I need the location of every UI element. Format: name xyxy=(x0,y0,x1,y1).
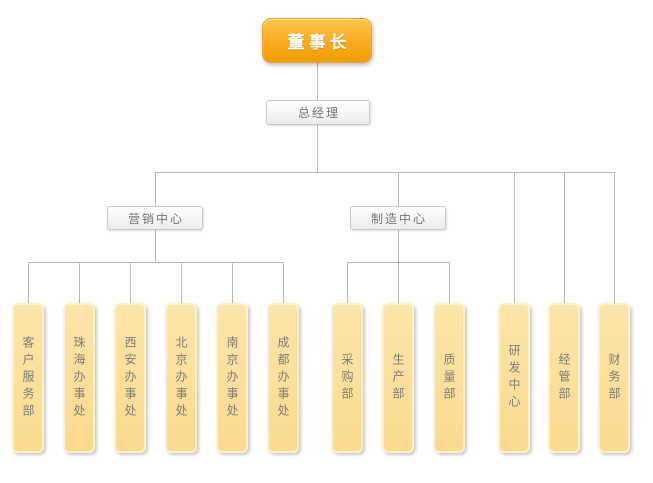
leaf-production-dept[interactable]: 生产部 xyxy=(382,303,414,453)
connector-drop-quality xyxy=(449,262,450,303)
node-chairman[interactable]: 董事长 xyxy=(262,18,372,63)
leaf-customer-service-dept-label: 客户服务部 xyxy=(21,335,35,421)
node-chairman-label: 董事长 xyxy=(287,33,351,53)
leaf-production-dept-label: 生产部 xyxy=(391,352,405,404)
leaf-xian-office-label: 西安办事处 xyxy=(123,335,137,421)
connector-drop-rd-center xyxy=(514,172,515,303)
leaf-zhuhai-office-label: 珠海办事处 xyxy=(72,335,86,421)
connector-drop-xian xyxy=(130,262,131,303)
node-manufacturing-center[interactable]: 制造中心 xyxy=(350,206,446,230)
node-marketing-center-label: 营销中心 xyxy=(127,211,184,226)
leaf-xian-office[interactable]: 西安办事处 xyxy=(114,303,146,453)
connector-drop-zhuhai xyxy=(79,262,80,303)
leaf-quality-dept[interactable]: 质量部 xyxy=(433,303,465,453)
connector-drop-beijing xyxy=(181,262,182,303)
connector-manufacturing-subrail-stem xyxy=(398,230,399,262)
node-general-manager[interactable]: 总经理 xyxy=(266,100,370,125)
connector-main-rail xyxy=(155,172,615,173)
leaf-rd-center-label: 研发中心 xyxy=(507,344,521,412)
leaf-zhuhai-office[interactable]: 珠海办事处 xyxy=(63,303,95,453)
leaf-management-dept[interactable]: 经管部 xyxy=(548,303,580,453)
leaf-rd-center[interactable]: 研发中心 xyxy=(498,303,530,453)
leaf-finance-dept[interactable]: 财务部 xyxy=(598,303,630,453)
leaf-chengdu-office-label: 成都办事处 xyxy=(276,335,290,421)
leaf-quality-dept-label: 质量部 xyxy=(442,352,456,404)
leaf-nanjing-office-label: 南京办事处 xyxy=(225,335,239,421)
connector-drop-manufacturing xyxy=(398,172,399,206)
connector-manager-rail xyxy=(317,125,318,172)
leaf-finance-dept-label: 财务部 xyxy=(607,352,621,404)
leaf-purchasing-dept[interactable]: 采购部 xyxy=(331,303,363,453)
node-manufacturing-center-label: 制造中心 xyxy=(370,211,427,226)
connector-drop-chengdu xyxy=(283,262,284,303)
leaf-beijing-office[interactable]: 北京办事处 xyxy=(165,303,197,453)
connector-drop-marketing xyxy=(155,172,156,206)
leaf-purchasing-dept-label: 采购部 xyxy=(340,352,354,404)
node-marketing-center[interactable]: 营销中心 xyxy=(107,206,203,230)
connector-marketing-subrail xyxy=(28,262,284,263)
connector-marketing-subrail-stem xyxy=(155,230,156,262)
connector-drop-finance-dept xyxy=(614,172,615,303)
connector-root-manager xyxy=(317,63,318,100)
leaf-chengdu-office[interactable]: 成都办事处 xyxy=(267,303,299,453)
node-general-manager-label: 总经理 xyxy=(297,106,340,120)
connector-drop-management-dept xyxy=(564,172,565,303)
connector-drop-production xyxy=(398,262,399,303)
leaf-nanjing-office[interactable]: 南京办事处 xyxy=(216,303,248,453)
connector-drop-purchasing xyxy=(347,262,348,303)
leaf-beijing-office-label: 北京办事处 xyxy=(174,335,188,421)
connector-drop-nanjing xyxy=(232,262,233,303)
leaf-customer-service-dept[interactable]: 客户服务部 xyxy=(12,303,44,453)
connector-drop-customer-service xyxy=(28,262,29,303)
leaf-management-dept-label: 经管部 xyxy=(557,352,571,404)
